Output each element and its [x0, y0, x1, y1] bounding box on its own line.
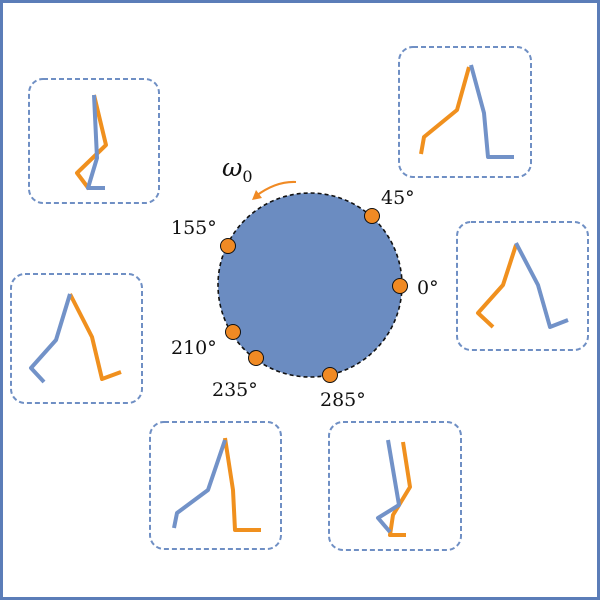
- omega-symbol: ω: [222, 153, 242, 182]
- pose-panel-210: [10, 273, 143, 404]
- leg-orange: [419, 66, 471, 155]
- leg-orange: [68, 293, 122, 381]
- leg-blue: [376, 439, 401, 534]
- pose-panel-border: [10, 273, 143, 404]
- pose-panel-border: [28, 78, 160, 204]
- angle-label-210: 210°: [171, 337, 217, 359]
- leg-blue: [469, 64, 514, 159]
- angle-label-45: 45°: [381, 187, 415, 209]
- marker-235: [248, 350, 264, 366]
- angle-label-0: 0°: [417, 277, 439, 299]
- marker-0: [392, 278, 408, 294]
- leg-blue: [86, 94, 105, 190]
- pose-panel-235: [149, 421, 282, 550]
- pose-panel-45: [398, 46, 532, 178]
- pose-panel-border: [398, 46, 532, 178]
- pose-panel-0: [456, 221, 589, 351]
- leg-blue: [29, 293, 72, 384]
- pose-panel-285: [328, 421, 462, 551]
- leg-blue: [172, 439, 227, 529]
- marker-45: [364, 208, 380, 224]
- omega-subscript: 0: [242, 167, 252, 186]
- leg-blue: [514, 242, 569, 329]
- angle-label-235: 235°: [212, 379, 258, 401]
- leg-orange: [75, 94, 108, 191]
- marker-155: [220, 238, 236, 254]
- angle-label-155: 155°: [171, 217, 217, 239]
- pose-panel-border: [328, 421, 462, 551]
- omega-label: ω0: [222, 153, 253, 186]
- leg-orange: [223, 437, 261, 532]
- angle-label-285: 285°: [320, 389, 366, 411]
- pose-panel-border: [149, 421, 282, 550]
- leg-orange: [476, 244, 518, 329]
- marker-210: [225, 324, 241, 340]
- leg-orange: [388, 441, 412, 537]
- pose-panel-155: [28, 78, 160, 204]
- marker-285: [322, 367, 338, 383]
- curved-arrow-icon: [252, 180, 297, 200]
- pose-panel-border: [456, 221, 589, 351]
